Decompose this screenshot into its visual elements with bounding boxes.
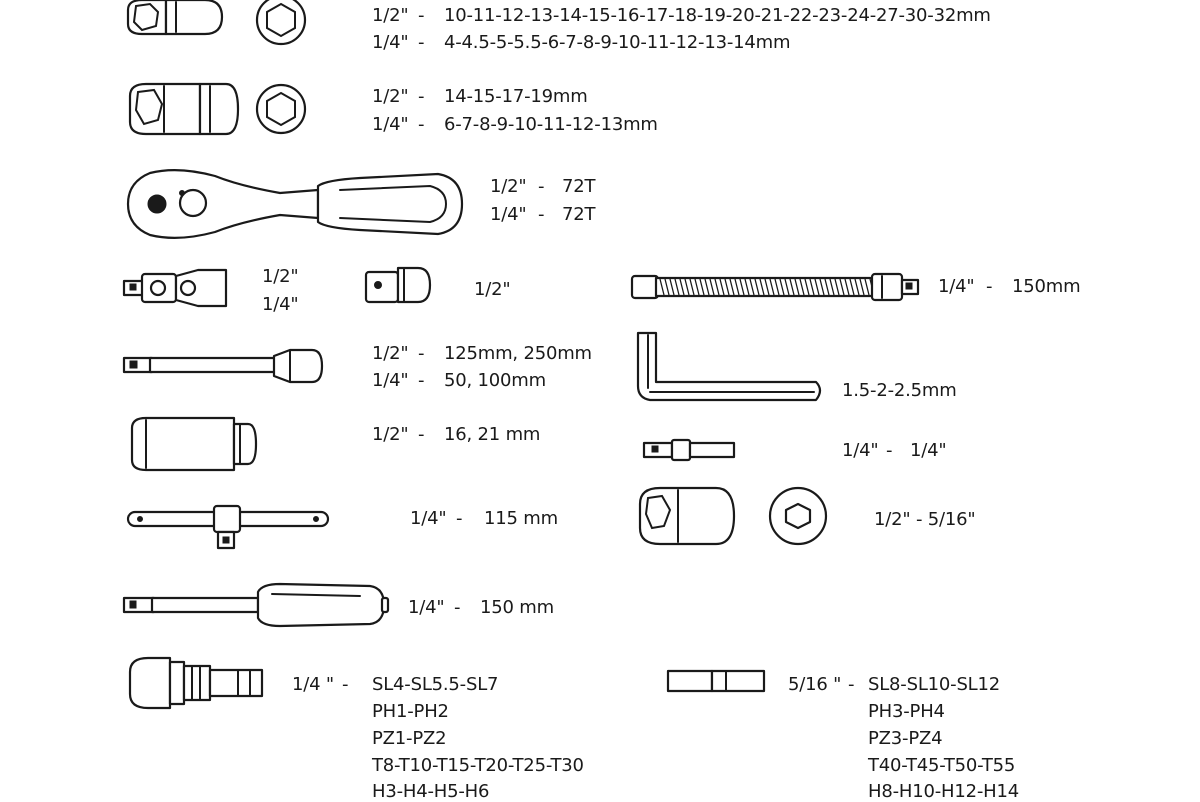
socket-end-icon — [768, 486, 828, 546]
socket-end-icon — [255, 0, 307, 46]
socket-short-dash-1: - — [418, 5, 425, 26]
bit-adapter-value: 1/4" — [910, 440, 947, 461]
socket-short-value-1: 10-11-12-13-14-15-16-17-18-19-20-21-22-2… — [444, 5, 991, 26]
universal-joint-size-2: 1/4" — [262, 294, 299, 315]
flex-extension-dash: - — [986, 276, 993, 297]
t-bar-icon — [126, 504, 330, 550]
bit-socket-icon — [128, 656, 264, 710]
bit-sockets-line-5: H3-H4-H5-H6 — [372, 781, 490, 802]
bit-holder-socket-icon — [638, 486, 736, 546]
extension-bar-icon — [122, 348, 324, 384]
ratchet-value-1: 72T — [562, 176, 596, 197]
spark-plug-dash: - — [418, 424, 425, 445]
medium-socket-icon — [128, 82, 240, 136]
bit-adapter-icon — [642, 438, 736, 462]
bits-516-size: 5/16 " — [788, 674, 842, 695]
socket-medium-value-2: 6-7-8-9-10-11-12-13mm — [444, 114, 658, 135]
extension-bar-dash-1: - — [418, 343, 425, 364]
extension-bar-value-2: 50, 100mm — [444, 370, 546, 391]
extension-bar-value-1: 125mm, 250mm — [444, 343, 592, 364]
screwdriver-bit-icon — [666, 669, 766, 693]
bit-adapter-dash: - — [886, 440, 893, 461]
universal-joint-size-1: 1/2" — [262, 266, 299, 287]
flex-extension-value: 150mm — [1012, 276, 1081, 297]
screwdriver-value: 150 mm — [480, 597, 554, 618]
bits-516-line-4: T40-T45-T50-T55 — [868, 755, 1016, 776]
socket-medium-value-1: 14-15-17-19mm — [444, 86, 588, 107]
bit-sockets-line-1: SL4-SL5.5-SL7 — [372, 674, 499, 695]
bits-516-line-2: PH3-PH4 — [868, 701, 945, 722]
spark-plug-value: 16, 21 mm — [444, 424, 541, 445]
bit-sockets-line-3: PZ1-PZ2 — [372, 728, 447, 749]
bit-sockets-size: 1/4 " — [292, 674, 334, 695]
socket-short-dash-2: - — [418, 32, 425, 53]
ratchet-size-1: 1/2" — [490, 176, 527, 197]
socket-medium-size-2: 1/4" — [372, 114, 409, 135]
bit-sockets-line-2: PH1-PH2 — [372, 701, 449, 722]
hex-key-value: 1.5-2-2.5mm — [842, 380, 957, 401]
short-socket-icon — [126, 0, 224, 36]
ratchet-icon — [126, 169, 464, 239]
bits-516-line-5: H8-H10-H12-H14 — [868, 781, 1019, 802]
socket-short-size-2: 1/4" — [372, 32, 409, 53]
spark-plug-socket-icon — [130, 416, 258, 472]
t-bar-value: 115 mm — [484, 508, 558, 529]
bit-holder-value: 1/2" - 5/16" — [874, 509, 976, 530]
bits-516-line-3: PZ3-PZ4 — [868, 728, 943, 749]
socket-medium-dash-1: - — [418, 86, 425, 107]
socket-medium-size-1: 1/2" — [372, 86, 409, 107]
socket-medium-dash-2: - — [418, 114, 425, 135]
bit-adapter-size: 1/4" — [842, 440, 879, 461]
flex-shaft-coil — [659, 278, 875, 296]
ratchet-size-2: 1/4" — [490, 204, 527, 225]
universal-joint-icon — [122, 268, 228, 308]
socket-end-icon — [255, 83, 307, 135]
t-bar-size: 1/4" — [410, 508, 447, 529]
bit-sockets-dash: - — [342, 674, 349, 695]
socket-short-size-1: 1/2" — [372, 5, 409, 26]
screwdriver-dash: - — [454, 597, 461, 618]
bits-516-dash: - — [848, 674, 855, 695]
ratchet-dash-2: - — [538, 204, 545, 225]
flexible-extension-icon — [630, 272, 920, 302]
spark-plug-size: 1/2" — [372, 424, 409, 445]
extension-bar-size-1: 1/2" — [372, 343, 409, 364]
extension-bar-size-2: 1/4" — [372, 370, 409, 391]
bits-516-line-1: SL8-SL10-SL12 — [868, 674, 1001, 695]
screwdriver-size: 1/4" — [408, 597, 445, 618]
adapter-size: 1/2" — [474, 279, 511, 300]
ratchet-dash-1: - — [538, 176, 545, 197]
adapter-icon — [364, 266, 432, 304]
hex-key-icon — [636, 331, 822, 402]
socket-short-value-2: 4-4.5-5-5.5-6-7-8-9-10-11-12-13-14mm — [444, 32, 791, 53]
ratchet-value-2: 72T — [562, 204, 596, 225]
t-bar-dash: - — [456, 508, 463, 529]
extension-bar-dash-2: - — [418, 370, 425, 391]
bit-sockets-line-4: T8-T10-T15-T20-T25-T30 — [372, 755, 584, 776]
screwdriver-icon — [122, 582, 390, 628]
flex-extension-size: 1/4" — [938, 276, 975, 297]
